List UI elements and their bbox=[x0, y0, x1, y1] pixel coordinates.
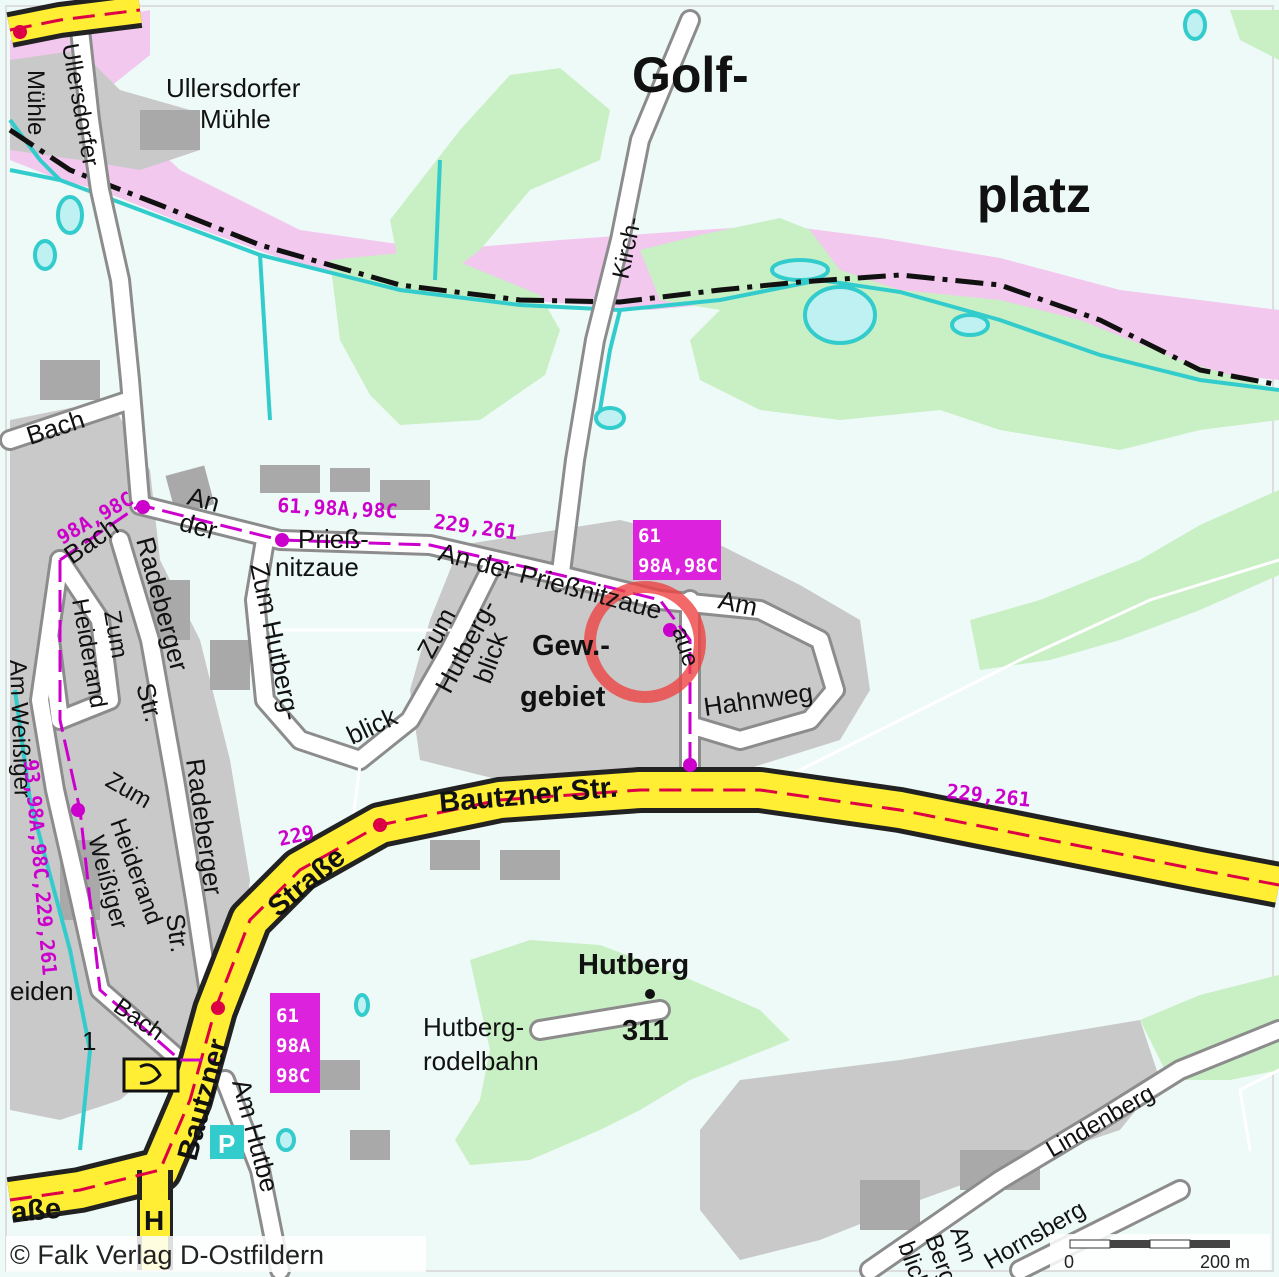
forest-top-right bbox=[1230, 10, 1279, 60]
administrative-boundary bbox=[8, 127, 1279, 388]
pond bbox=[803, 285, 877, 345]
label-golf: Golf- bbox=[632, 47, 749, 103]
scale-bar: 0 200 m bbox=[1050, 1234, 1270, 1272]
building bbox=[350, 1130, 390, 1160]
bus-routes-local bbox=[58, 503, 692, 1062]
bus-route-north bbox=[9, 8, 141, 32]
path bbox=[1238, 1068, 1279, 1152]
forest-golf-north bbox=[390, 68, 610, 280]
stop-box-1-bg bbox=[633, 520, 721, 580]
label-priess: Prieß- bbox=[298, 524, 369, 554]
building bbox=[210, 640, 250, 690]
bus-stop bbox=[136, 500, 150, 514]
buildings bbox=[40, 110, 1040, 1230]
bus-stops bbox=[13, 25, 697, 1015]
pond bbox=[276, 1128, 296, 1152]
stream-west-2 bbox=[13, 689, 93, 1151]
bus-halt-letter: H bbox=[144, 1205, 164, 1236]
building bbox=[500, 850, 560, 880]
label-elevation: 311 bbox=[622, 1015, 669, 1047]
pond bbox=[33, 239, 57, 271]
bus-stop bbox=[683, 758, 697, 772]
label-gebiet: gebiet bbox=[520, 681, 606, 713]
bus-route-priessnitzaue bbox=[59, 503, 692, 765]
bus-route-weissiger bbox=[58, 560, 215, 1062]
stop-box-1-line2: 98A,98C bbox=[638, 555, 718, 577]
water-features bbox=[8, 9, 1279, 1152]
label-heiden: eiden bbox=[10, 976, 74, 1006]
forest-hutberg bbox=[455, 940, 790, 1165]
building bbox=[430, 840, 480, 870]
label-muehle: Mühle bbox=[200, 104, 271, 134]
label-hutberg: Hutberg bbox=[578, 949, 689, 981]
building bbox=[40, 360, 100, 400]
label-strasse-bottom-left: aße bbox=[10, 1193, 63, 1229]
parking-letter: P bbox=[218, 1129, 235, 1159]
bus-stop bbox=[663, 623, 677, 637]
pond bbox=[594, 406, 626, 430]
stream-west bbox=[8, 118, 62, 182]
copyright-text: © Falk Verlag D-Ostfildern bbox=[10, 1240, 324, 1270]
forest-central bbox=[330, 250, 560, 425]
building bbox=[860, 1180, 920, 1230]
pond bbox=[1183, 9, 1207, 41]
label-ullersdorfer: Ullersdorfer bbox=[166, 73, 301, 103]
pond bbox=[354, 993, 370, 1017]
scale-end: 200 m bbox=[1200, 1252, 1250, 1272]
label-hutbergrodelbahn-1: Hutberg- bbox=[423, 1012, 524, 1042]
stop-box-2-line2: 98A bbox=[276, 1035, 311, 1057]
label-hutbergrodelbahn-2: rodelbahn bbox=[423, 1046, 539, 1076]
pond bbox=[56, 195, 84, 235]
pond bbox=[950, 313, 990, 337]
building bbox=[165, 465, 215, 515]
parking-icon[interactable]: P bbox=[210, 1125, 244, 1159]
bus-stop bbox=[275, 533, 289, 547]
building bbox=[140, 110, 200, 150]
stop-box-2[interactable]: 61 98A 98C bbox=[270, 993, 320, 1093]
forest-east bbox=[970, 490, 1279, 670]
stop-box-2-bg bbox=[270, 993, 320, 1093]
stream-branch-2 bbox=[258, 254, 272, 421]
building bbox=[380, 480, 430, 510]
label-str-2: Str. bbox=[160, 912, 195, 955]
stop-box-2-line3: 98C bbox=[276, 1065, 310, 1087]
stream bbox=[9, 168, 1279, 392]
stop-box-2-line1: 61 bbox=[276, 1005, 299, 1027]
building bbox=[330, 468, 370, 492]
highlight-circle[interactable] bbox=[584, 581, 706, 703]
stream-branch bbox=[433, 159, 442, 281]
bus-stop bbox=[211, 1001, 225, 1015]
map-frame bbox=[5, 5, 1274, 1272]
building bbox=[260, 465, 320, 493]
path bbox=[788, 558, 1279, 777]
summit-point bbox=[645, 989, 655, 999]
building bbox=[320, 1060, 360, 1090]
label-am-weissiger: Am Weißiger bbox=[4, 659, 36, 798]
label-house-number: 1 bbox=[82, 1026, 96, 1056]
label-gew: Gew.- bbox=[532, 630, 610, 662]
label-platz: platz bbox=[977, 167, 1091, 223]
stop-box-1[interactable]: 61 98A,98C bbox=[633, 520, 721, 580]
scale-zero: 0 bbox=[1064, 1252, 1074, 1272]
post-office-icon[interactable] bbox=[122, 1057, 180, 1093]
label-nitzaue: nitzaue bbox=[275, 552, 359, 582]
builtup-south bbox=[700, 1020, 1160, 1260]
bus-halt-icon[interactable]: H bbox=[140, 1200, 170, 1236]
bus-stop bbox=[373, 818, 387, 832]
border-band bbox=[10, 10, 1279, 380]
stop-box-1-line1: 61 bbox=[638, 525, 661, 547]
builtup-industrial bbox=[410, 520, 870, 785]
stream-branch-3 bbox=[598, 309, 622, 411]
bus-stop bbox=[13, 25, 27, 39]
label-muehle-vertical: Mühle bbox=[22, 70, 49, 135]
pond bbox=[770, 258, 830, 282]
bus-stop bbox=[71, 803, 85, 817]
copyright-bg bbox=[6, 1236, 426, 1272]
